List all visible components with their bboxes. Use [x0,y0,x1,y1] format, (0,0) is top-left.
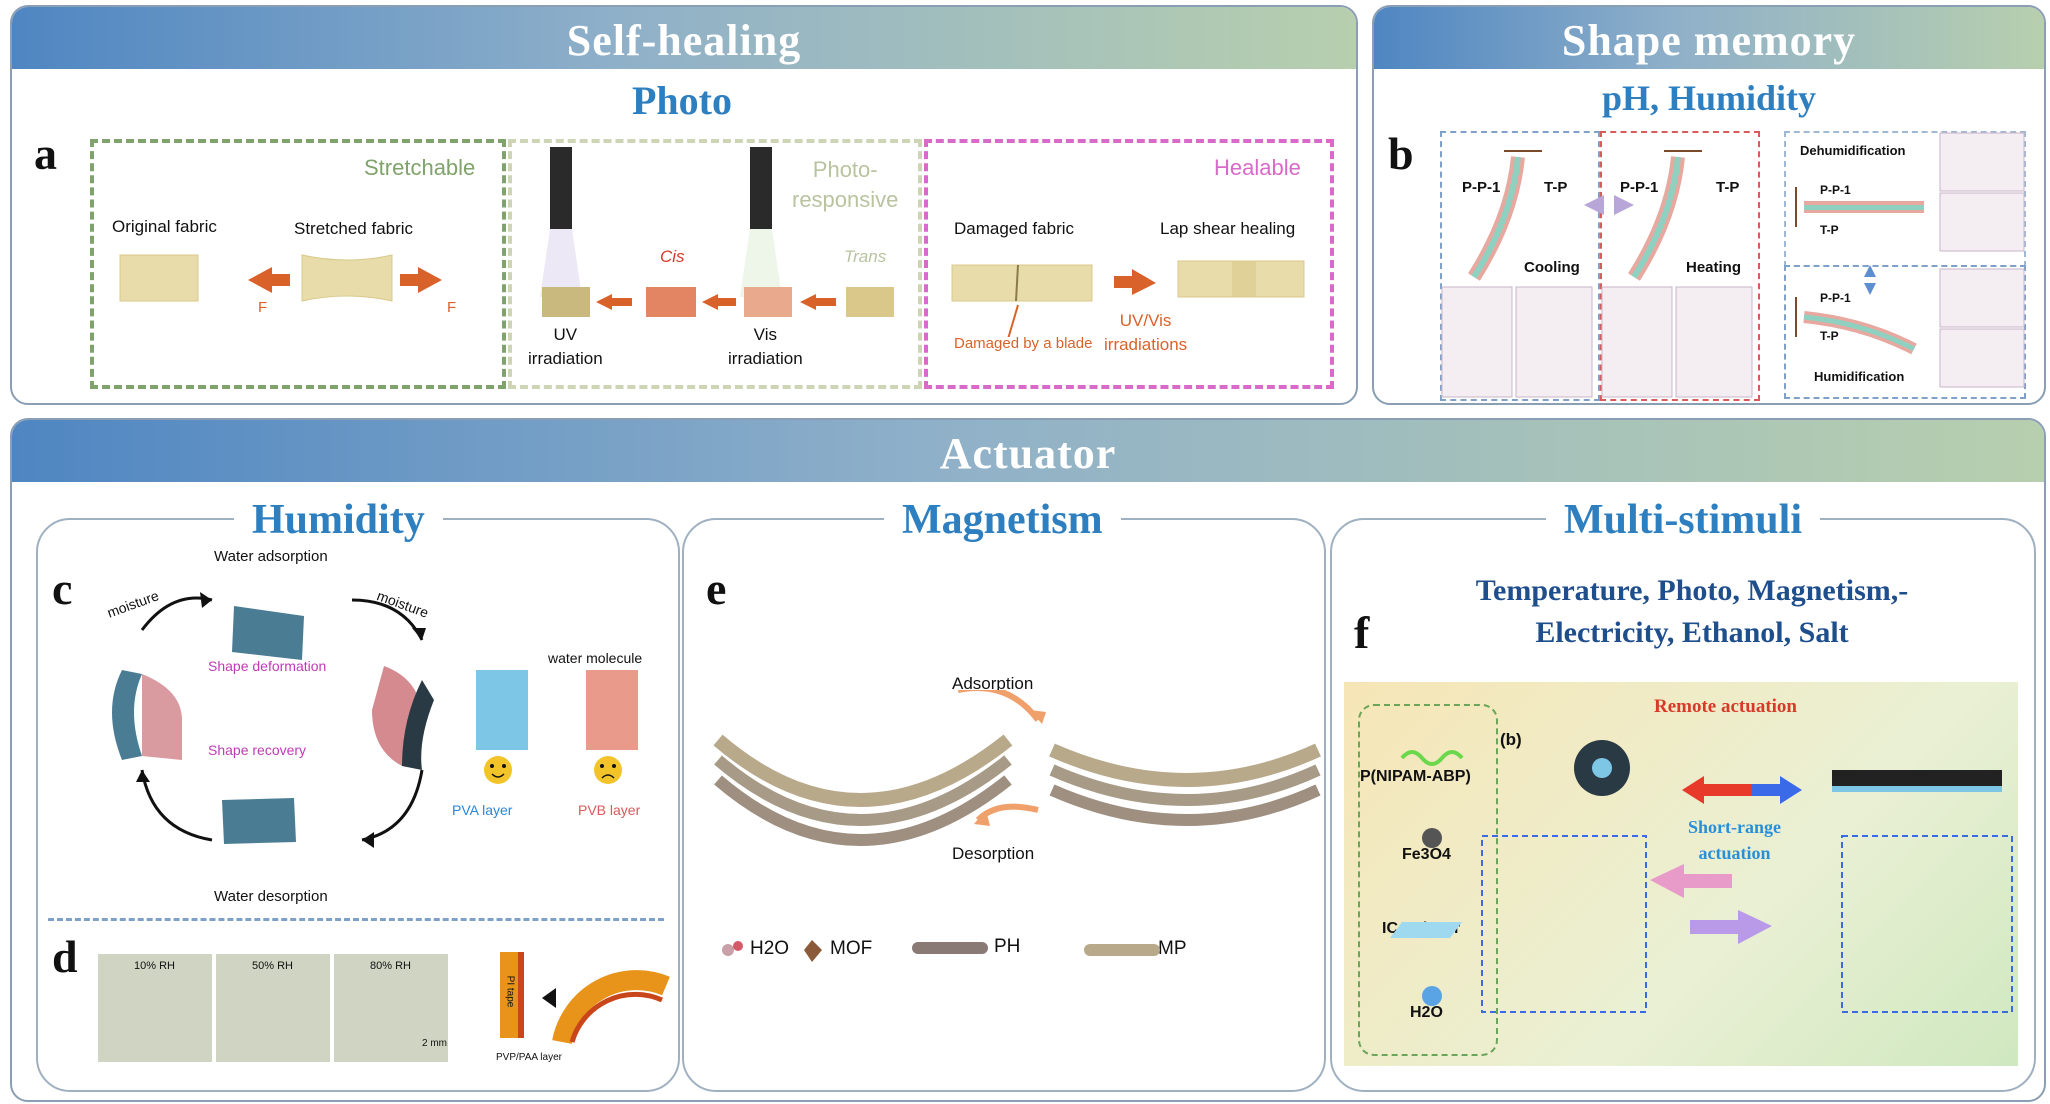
desorption-label: Desorption [952,844,1035,863]
pva-layer-label: PVA layer [452,802,513,818]
water-adsorption-label: Water adsorption [214,548,328,565]
humidification-box [1784,265,2026,399]
uv-vis-label: UV/Vis irradiations [1104,311,1188,354]
adsorption-label: Adsorption [952,674,1034,693]
self-healing-title: Self-healing [566,16,802,65]
multi-stimuli-illustration [1390,740,2013,1013]
panel-letter-d: d [52,931,78,982]
cooling-box [1440,131,1600,401]
force-right-label: F [447,299,457,316]
panel-letter-a: a [34,128,57,179]
pnipam-label: P(NIPAM-ABP) [1360,768,1471,785]
pvb-layer-label: PVB layer [578,802,641,818]
legend-mof: MOF [830,938,873,959]
shape-memory-banner [1374,7,2044,69]
shape-memory-illustration [1441,132,2025,398]
healable-box [924,139,1334,389]
humidity-title: Humidity [234,496,443,544]
cis-label: Cis [660,247,685,266]
legend-h2o: H2O [750,938,790,959]
stretchable-label: Stretchable [364,155,476,180]
rh-80-label: 80% RH [370,960,411,972]
stimuli-line1: Temperature, Photo, Magnetism,- [1475,574,1909,607]
panel-letter-b: b [1388,128,1414,179]
legend-ph: PH [994,936,1021,957]
tp-1-label: T-P [1544,179,1568,196]
humidification-label: Humidification [1814,369,1905,384]
damaged-fabric-label: Damaged fabric [954,219,1075,238]
stimuli-line2: Electricity, Ethanol, Salt [1535,616,1849,649]
tp-4-label: T-P [1820,329,1839,343]
photo-responsive-label: Photo- responsive [792,157,899,212]
self-healing-panel: Self-healing Photo a Stretchable Origina… [10,5,1358,405]
water-desorption-label: Water desorption [214,888,328,905]
healable-label: Healable [1214,155,1301,180]
stretch-illustration [119,254,442,302]
fe3o4-label: Fe3O4 [1402,846,1451,863]
magnetism-title: Magnetism [884,496,1121,544]
photo-subtitle: Photo [632,78,732,123]
force-left-label: F [258,299,268,316]
remote-actuation-label: Remote actuation [1654,696,1797,717]
ph-humidity-subtitle: pH, Humidity [1601,78,1817,118]
rh-50-photo [216,954,330,1062]
ppl-3-label: P-P-1 [1820,183,1851,197]
legend-mp: MP [1158,938,1187,959]
self-healing-banner [12,7,1356,69]
short-range-label: Short-range actuation [1688,817,1781,863]
shape-memory-panel: Shape memory pH, Humidity b P-P-1 T-P P-… [1372,5,2046,405]
panel-letter-e: e [706,563,727,614]
photo-illustration [540,147,894,317]
trans-label: Trans [844,247,887,266]
actuator-panel: Actuator Humidity c Water adsorption moi… [10,418,2046,1102]
uv-irradiation-label: UV irradiation [528,325,603,368]
tag-b-label: (b) [1500,730,1522,749]
shape-deformation-label: Shape deformation [208,658,327,674]
h2o-label: H2O [1410,1004,1443,1021]
shape-recovery-label: Shape recovery [208,742,307,758]
multi-stimuli-title: Multi-stimuli [1546,496,1820,544]
heating-label: Heating [1686,259,1742,276]
rh-10-photo [98,954,212,1062]
magnetism-illustration [713,690,1321,846]
actuator-title: Actuator [939,429,1117,478]
pi-tape-label: PI tape [504,975,516,1008]
dehumidification-label: Dehumidification [1800,143,1906,158]
ppl-4-label: P-P-1 [1820,291,1851,305]
photo-responsive-box [508,139,922,389]
legend-box [1358,704,1498,1056]
ppl-1-label: P-P-1 [1462,179,1501,196]
tp-2-label: T-P [1716,179,1740,196]
humidity-cycle-illustration [112,592,638,848]
stretchable-box [90,139,506,389]
rh-10-label: 10% RH [134,960,175,972]
magnetism-legend-icons [722,940,1160,962]
pvp-paa-label: PVP/PAA layer [496,1052,562,1063]
rh-80-photo [334,954,448,1062]
humidity-divider [48,918,664,921]
original-fabric-label: Original fabric [112,217,217,236]
damaged-by-blade-label: Damaged by a blade [954,335,1093,352]
vis-irradiation-label: Vis irradiation [728,325,803,368]
ppl-2-label: P-P-1 [1620,179,1659,196]
water-molecule-label: water molecule [548,650,643,666]
heating-box [1600,131,1760,401]
panel-letter-c: c [52,563,73,614]
cooling-label: Cooling [1524,259,1580,276]
stretched-fabric-label: Stretched fabric [294,219,414,238]
healing-illustration [951,260,1305,337]
scale-bar-label: 2 mm [422,1038,447,1049]
lap-shear-label: Lap shear healing [1160,219,1296,238]
panel-letter-f: f [1354,607,1370,658]
rh-50-label: 50% RH [252,960,293,972]
tp-3-label: T-P [1820,223,1839,237]
bilayer-illustration [500,952,670,1045]
actuator-banner [12,420,2044,482]
shape-memory-title: Shape memory [1561,16,1857,65]
